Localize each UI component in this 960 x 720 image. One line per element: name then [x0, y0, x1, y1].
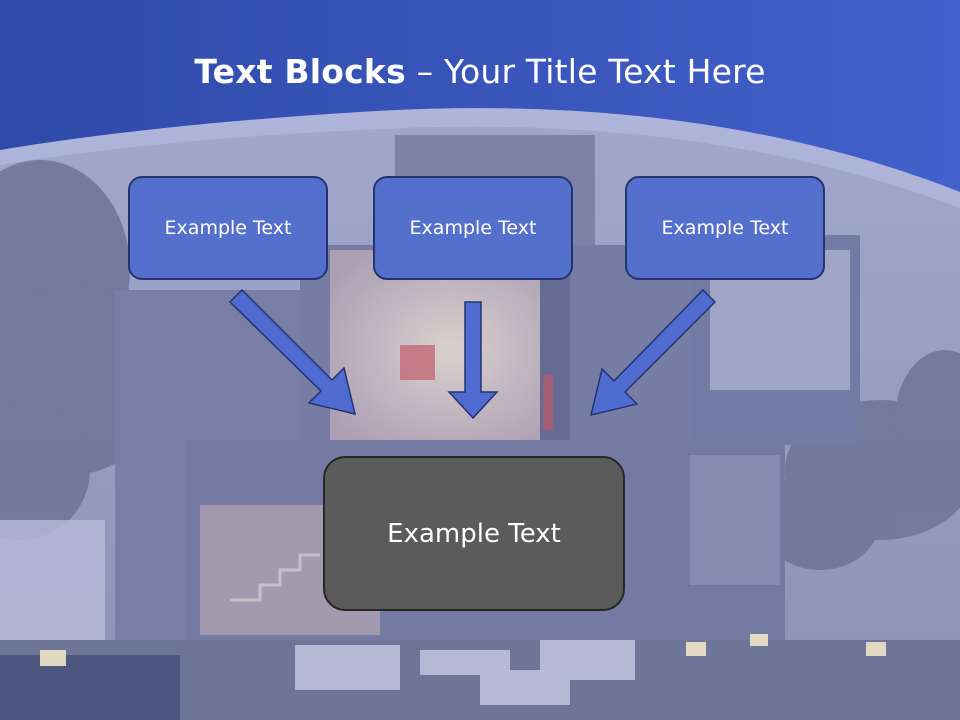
arrow-center-down — [447, 301, 499, 420]
furniture — [295, 640, 635, 705]
text-block-3[interactable]: Example Text — [625, 176, 825, 280]
target-block[interactable]: Example Text — [323, 456, 625, 611]
title-bold: Text Blocks — [194, 52, 406, 91]
target-block-label: Example Text — [387, 518, 561, 549]
arrow-left-diagonal — [228, 288, 357, 416]
text-block-1-label: Example Text — [164, 217, 292, 239]
slide-title: Text Blocks – Your Title Text Here — [0, 52, 960, 91]
title-separator: – — [405, 52, 444, 91]
arrow-right-diagonal — [589, 288, 717, 417]
text-block-1[interactable]: Example Text — [128, 176, 328, 280]
text-block-2-label: Example Text — [409, 217, 537, 239]
garden-lights — [40, 634, 886, 666]
title-regular: Your Title Text Here — [443, 52, 766, 91]
text-block-2[interactable]: Example Text — [373, 176, 573, 280]
text-block-3-label: Example Text — [661, 217, 789, 239]
